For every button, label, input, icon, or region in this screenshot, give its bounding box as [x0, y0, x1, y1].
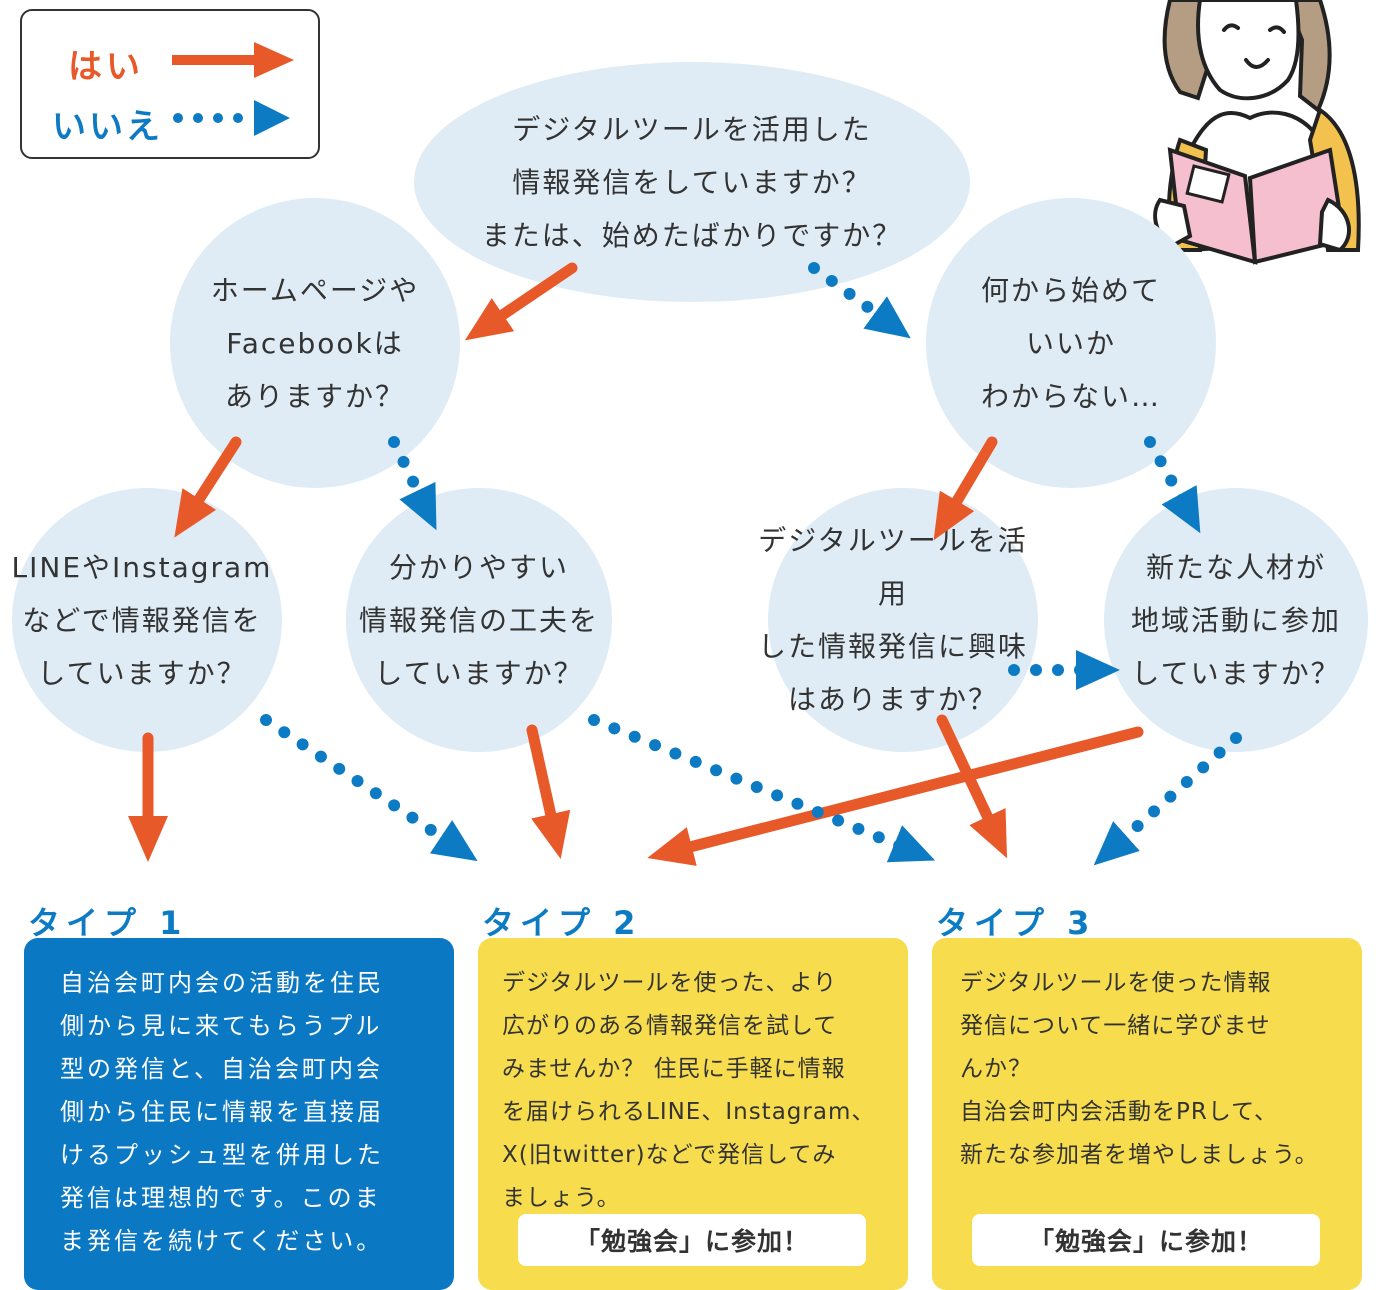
question-interest-text: デジタルツールを活用 した情報発信に興味 はありますか？: [757, 524, 1028, 716]
question-homepage-text: ホームページや Facebookは ありますか？: [210, 273, 420, 413]
type-3-label: タイプ 3: [936, 904, 1096, 942]
no-arrow-homepage-to-easy: [388, 436, 437, 531]
legend-no-label: いいえ: [52, 107, 163, 147]
no-arrow-unsure-to-talent: [1144, 436, 1201, 534]
type-3-card: デジタルツールを使った情報 発信について一緒に学びませ んか？ 自治会町内会活動…: [932, 938, 1362, 1290]
question-interest-bubble: デジタルツールを活用 した情報発信に興味 はありますか？: [758, 488, 1038, 752]
question-easy-info-bubble: 分かりやすい 情報発信の工夫を していますか？: [346, 488, 612, 752]
legend: はい いいえ: [20, 9, 320, 159]
type-3-text: デジタルツールを使った情報 発信について一緒に学びませ んか？ 自治会町内会活動…: [960, 970, 1319, 1168]
type-2-label: タイプ 2: [482, 904, 642, 942]
yes-arrow-easy-to-type2: [526, 724, 571, 860]
question-easy-info-text: 分かりやすい 情報発信の工夫を していますか？: [358, 550, 599, 690]
type-1-card: 自治会町内会の活動を住民 側から見に来てもらうプル 型の発信と、自治会町内会 側…: [24, 938, 454, 1290]
legend-yes-label: はい: [68, 47, 144, 87]
type-1-text: 自治会町内会の活動を住民 側から見に来てもらうプル 型の発信と、自治会町内会 側…: [60, 969, 384, 1255]
type-2-study-session-button[interactable]: 「勉強会」に参加！: [518, 1214, 866, 1266]
question-unsure-text: 何から始めて いいか わからない…: [980, 273, 1161, 413]
question-start-text: デジタルツールを活用した 情報発信をしていますか？ または、始めたばかりですか？: [481, 112, 903, 252]
question-unsure-bubble: 何から始めて いいか わからない…: [926, 198, 1216, 488]
yes-arrow-unsure-to-interest: [933, 436, 998, 541]
question-line-instagram-bubble: LINEやInstagram などで情報発信を していますか？: [12, 488, 282, 752]
type-1-label: タイプ 1: [28, 904, 188, 942]
legend-yes-arrow-icon: [172, 42, 294, 78]
question-line-instagram-text: LINEやInstagram などで情報発信を していますか？: [11, 550, 273, 690]
type-3-study-session-button[interactable]: 「勉強会」に参加！: [972, 1214, 1320, 1266]
yes-arrow-homepage-to-line: [174, 436, 242, 538]
yes-arrow-talent-to-type2: [647, 726, 1144, 866]
no-arrow-line-to-type2: [260, 714, 478, 862]
no-arrow-start-to-unsure: [808, 262, 911, 339]
question-new-talent-bubble: 新たな人材が 地域活動に参加 していますか？: [1104, 488, 1368, 752]
question-new-talent-text: 新たな人材が 地域活動に参加 していますか？: [1130, 550, 1341, 690]
legend-no-arrow-icon: [173, 100, 290, 136]
question-homepage-bubble: ホームページや Facebookは ありますか？: [170, 198, 460, 488]
person-reading-illustration: [1153, 0, 1361, 265]
type-2-card: デジタルツールを使った、より 広がりのある情報発信を試して みませんか？ 住民に…: [478, 938, 908, 1290]
no-arrow-talent-to-type3: [1093, 732, 1242, 866]
yes-arrow-start-to-homepage: [464, 262, 578, 341]
question-start-bubble: デジタルツールを活用した 情報発信をしていますか？ または、始めたばかりですか？: [414, 62, 970, 302]
type-2-text: デジタルツールを使った、より 広がりのある情報発信を試して みませんか？ 住民に…: [502, 970, 876, 1211]
